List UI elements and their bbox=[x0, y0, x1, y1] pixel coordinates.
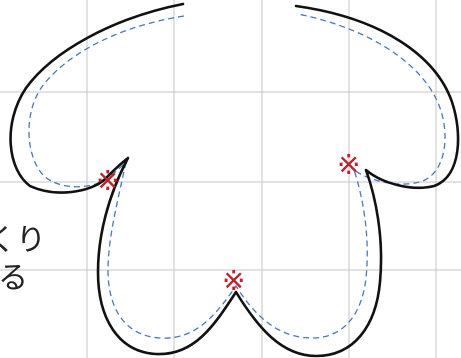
notch-mark-left-icon: ※ bbox=[96, 164, 119, 197]
side-note-line-1: くり bbox=[0, 223, 46, 258]
notch-mark-center-icon: ※ bbox=[222, 264, 245, 297]
pattern-outline bbox=[9, 2, 460, 358]
side-note-line-2: る bbox=[0, 261, 28, 296]
notch-mark-right-icon: ※ bbox=[337, 148, 360, 181]
